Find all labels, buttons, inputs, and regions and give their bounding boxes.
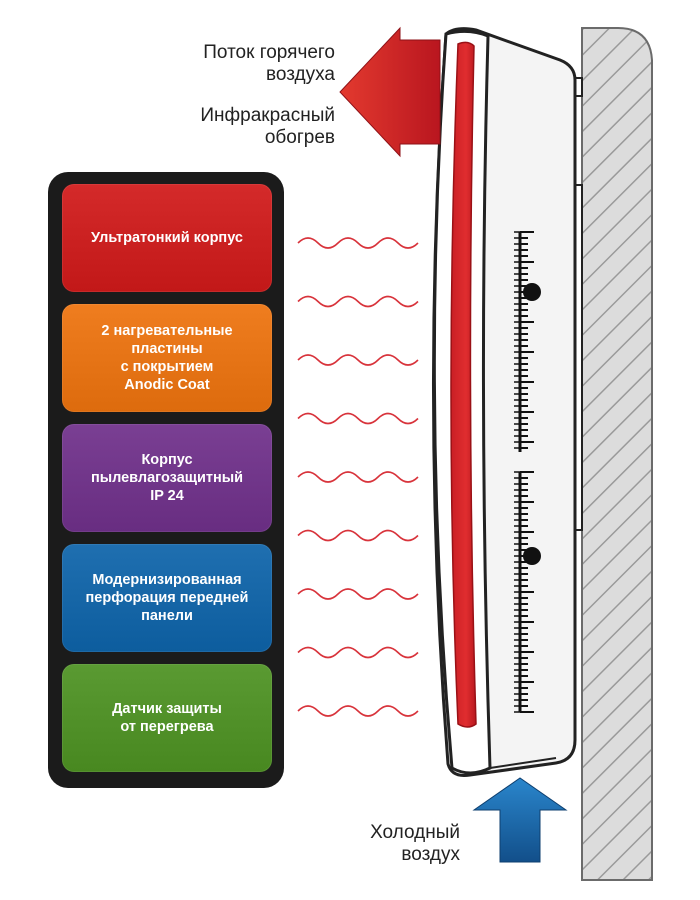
infrared-wave bbox=[297, 295, 419, 308]
hot-air-arrow bbox=[339, 26, 441, 158]
infrared-wave bbox=[297, 588, 419, 600]
infrared-wave bbox=[297, 471, 419, 483]
element-node bbox=[523, 547, 541, 565]
heater-body bbox=[431, 27, 577, 777]
infrared-wave bbox=[297, 529, 419, 542]
feature-overheat-sensor-text: Датчик защиты от перегрева bbox=[112, 701, 222, 735]
infrared-waves bbox=[297, 237, 419, 717]
heating-element-upper bbox=[514, 231, 541, 452]
feature-slim-body-text: Ультратонкий корпус bbox=[91, 230, 243, 246]
feature-ip24-body-text: Корпус пылевлагозащитный IP 24 bbox=[90, 452, 244, 504]
element-node bbox=[523, 283, 541, 301]
infrared-wave bbox=[297, 705, 419, 717]
feature-overheat-sensor: Датчик защиты от перегрева bbox=[62, 664, 272, 772]
heating-element-lower bbox=[514, 471, 541, 713]
feature-perforation-text: Модернизированная перфорация передней па… bbox=[85, 572, 249, 624]
infrared-wave bbox=[297, 354, 419, 366]
feature-perforation: Модернизированная перфорация передней па… bbox=[62, 544, 272, 652]
cold-air-arrow bbox=[472, 777, 568, 863]
feature-ip24-body: Корпус пылевлагозащитный IP 24 bbox=[62, 424, 272, 532]
cold-air-label: Холодный воздух bbox=[370, 822, 460, 865]
wall bbox=[581, 27, 653, 881]
feature-panel: Ультратонкий корпус 2 нагревательные пла… bbox=[48, 172, 284, 788]
feature-heating-plates: 2 нагревательные пластины с покрытием An… bbox=[62, 304, 272, 412]
infrared-wave bbox=[297, 412, 419, 425]
feature-slim-body: Ультратонкий корпус bbox=[62, 184, 272, 292]
infrared-wave bbox=[297, 237, 419, 249]
infrared-wave bbox=[297, 646, 419, 659]
infrared-heating-label: Инфракрасный обогрев bbox=[200, 105, 335, 148]
hot-air-label: Поток горячего воздуха bbox=[203, 42, 335, 85]
heating-elements bbox=[514, 231, 541, 713]
feature-heating-plates-text: 2 нагревательные пластины с покрытием An… bbox=[101, 323, 233, 393]
